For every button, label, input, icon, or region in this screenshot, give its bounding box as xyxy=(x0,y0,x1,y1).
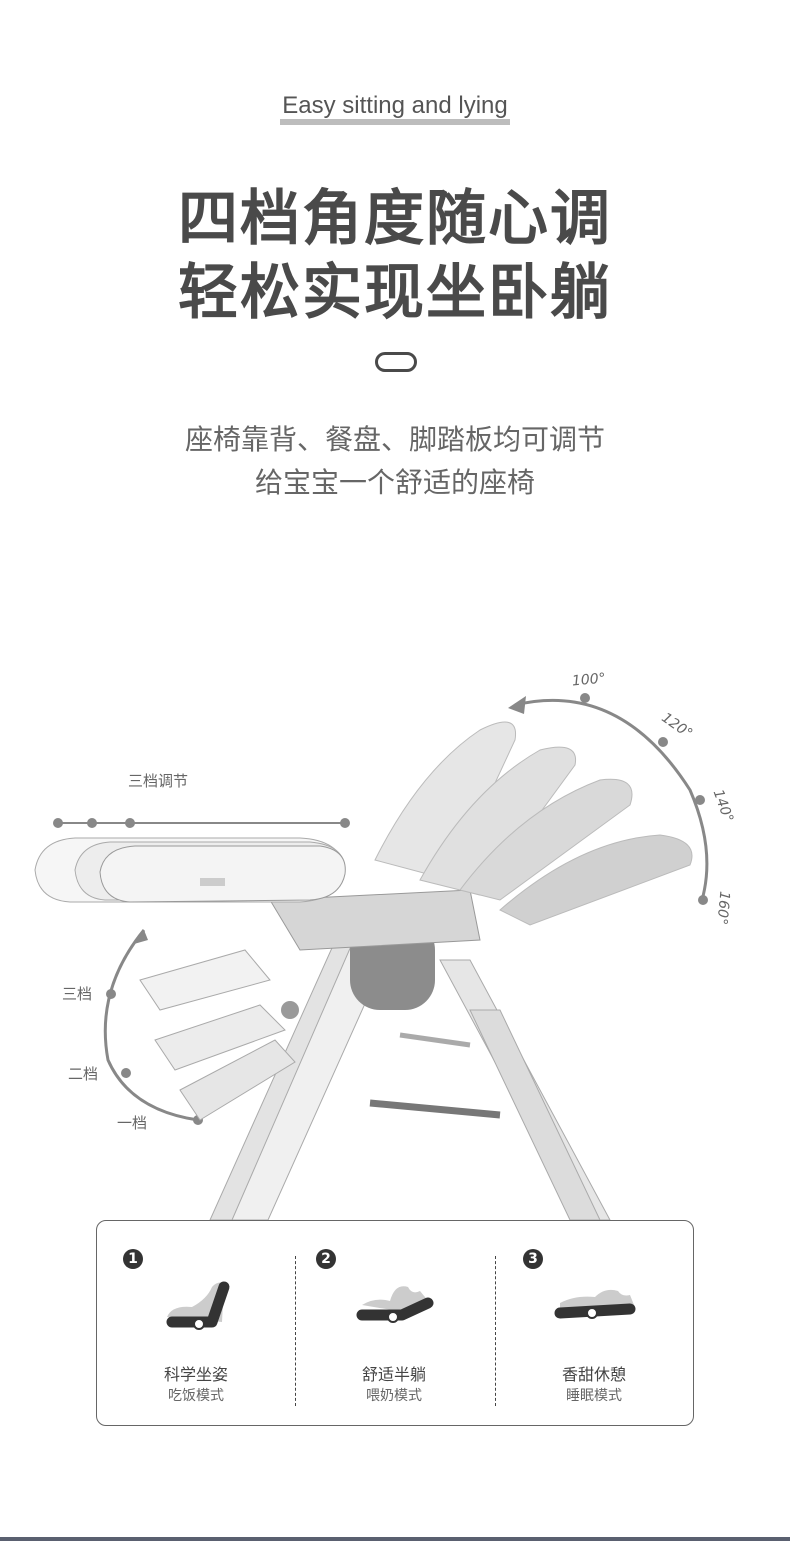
high-chair-drawing xyxy=(34,693,709,1221)
mode-card-1: 1 科学坐姿 吃饭模式 xyxy=(97,1221,295,1425)
mode-name: 科学坐姿 xyxy=(163,1365,228,1384)
mode-number-badge: 3 xyxy=(523,1249,543,1269)
subtitle-line-2: 给宝宝一个舒适的座椅 xyxy=(254,466,535,499)
mode-number-badge: 2 xyxy=(316,1249,336,1269)
tray-adjust-label: 三档调节 xyxy=(128,772,189,790)
high-chair-illustration: 三档调节 三档 二档 一档 100° 120° 140° 160° xyxy=(0,600,790,1240)
sitting-pose-icon xyxy=(166,1281,230,1330)
footrest-level-1-label: 一档 xyxy=(117,1114,148,1132)
mode-description: 睡眠模式 xyxy=(566,1388,622,1404)
angle-100-label: 100° xyxy=(571,670,607,690)
mode-card-2: 2 舒适半躺 喂奶模式 xyxy=(295,1221,493,1425)
eyebrow-caption: Easy sitting and lying xyxy=(0,92,790,125)
bottom-divider xyxy=(0,1537,790,1541)
mode-name: 香甜休憩 xyxy=(561,1365,626,1384)
mode-name: 舒适半躺 xyxy=(361,1365,426,1384)
mode-number-badge: 1 xyxy=(123,1249,143,1269)
mode-description: 喂奶模式 xyxy=(366,1388,422,1404)
angle-160-label: 160° xyxy=(713,890,733,926)
half-recline-pose-icon xyxy=(356,1286,434,1323)
lying-pose-icon xyxy=(554,1289,636,1319)
mode-description: 吃饭模式 xyxy=(168,1388,224,1404)
footrest-level-3-label: 三档 xyxy=(62,985,93,1003)
modes-panel: 1 科学坐姿 吃饭模式 2 舒适半躺 喂奶模式 3 香甜休憩 睡眠模式 xyxy=(96,1220,694,1426)
subtitle-line-1: 座椅靠背、餐盘、脚踏板均可调节 xyxy=(184,423,605,456)
mode-divider xyxy=(495,1256,496,1406)
mode-divider xyxy=(295,1256,296,1406)
footrest-level-2-label: 二档 xyxy=(68,1065,99,1083)
headline-line-2: 轻松实现坐卧躺 xyxy=(178,258,612,328)
decorative-pill-icon xyxy=(375,352,417,372)
mode-card-3: 3 香甜休憩 睡眠模式 xyxy=(495,1221,693,1425)
headline-line-1: 四档角度随心调 xyxy=(178,184,612,254)
